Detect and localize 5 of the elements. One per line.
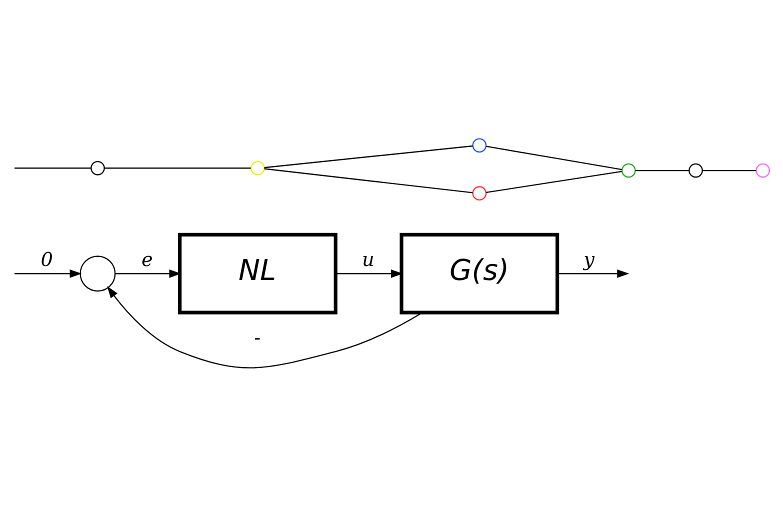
edge-label: y [584,248,595,271]
edge-label: u [362,248,374,271]
edge-label: - [254,326,261,349]
edge-label: 0 [40,248,53,271]
edge-label: e [141,248,153,271]
